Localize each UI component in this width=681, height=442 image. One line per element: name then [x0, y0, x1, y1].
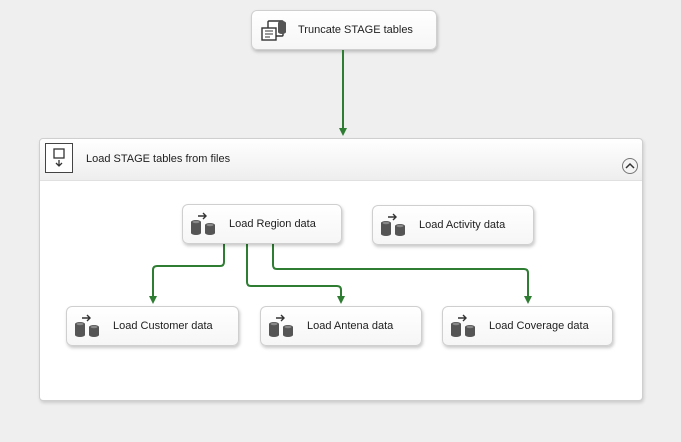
task-label: Truncate STAGE tables	[298, 24, 413, 36]
task-label: Load Activity data	[419, 219, 506, 231]
execute-sql-icon	[258, 18, 288, 42]
task-load-customer-data[interactable]: Load Customer data	[66, 306, 239, 346]
task-load-region-data[interactable]: Load Region data	[182, 204, 342, 244]
task-load-coverage-data[interactable]: Load Coverage data	[442, 306, 613, 346]
task-load-activity-data[interactable]: Load Activity data	[372, 205, 534, 245]
connector-region-to-customer[interactable]	[149, 244, 225, 304]
data-flow-icon	[189, 212, 219, 236]
task-label: Load Region data	[229, 218, 316, 230]
collapse-chevron-up-icon[interactable]	[622, 158, 638, 174]
task-truncate-stage-tables[interactable]: Truncate STAGE tables	[251, 10, 437, 50]
task-label: Load Coverage data	[489, 320, 589, 332]
connector-region-to-antena[interactable]	[246, 244, 345, 304]
task-label: Load Customer data	[113, 320, 213, 332]
data-flow-icon	[73, 314, 103, 338]
connector-region-to-coverage[interactable]	[272, 244, 532, 304]
container-header[interactable]: Load STAGE tables from files	[40, 139, 642, 181]
data-flow-icon	[449, 314, 479, 338]
data-flow-icon	[267, 314, 297, 338]
task-load-antena-data[interactable]: Load Antena data	[260, 306, 422, 346]
data-flow-icon	[379, 213, 409, 237]
task-label: Load Antena data	[307, 320, 394, 332]
sequence-container-icon	[45, 143, 73, 173]
container-title: Load STAGE tables from files	[86, 153, 231, 165]
